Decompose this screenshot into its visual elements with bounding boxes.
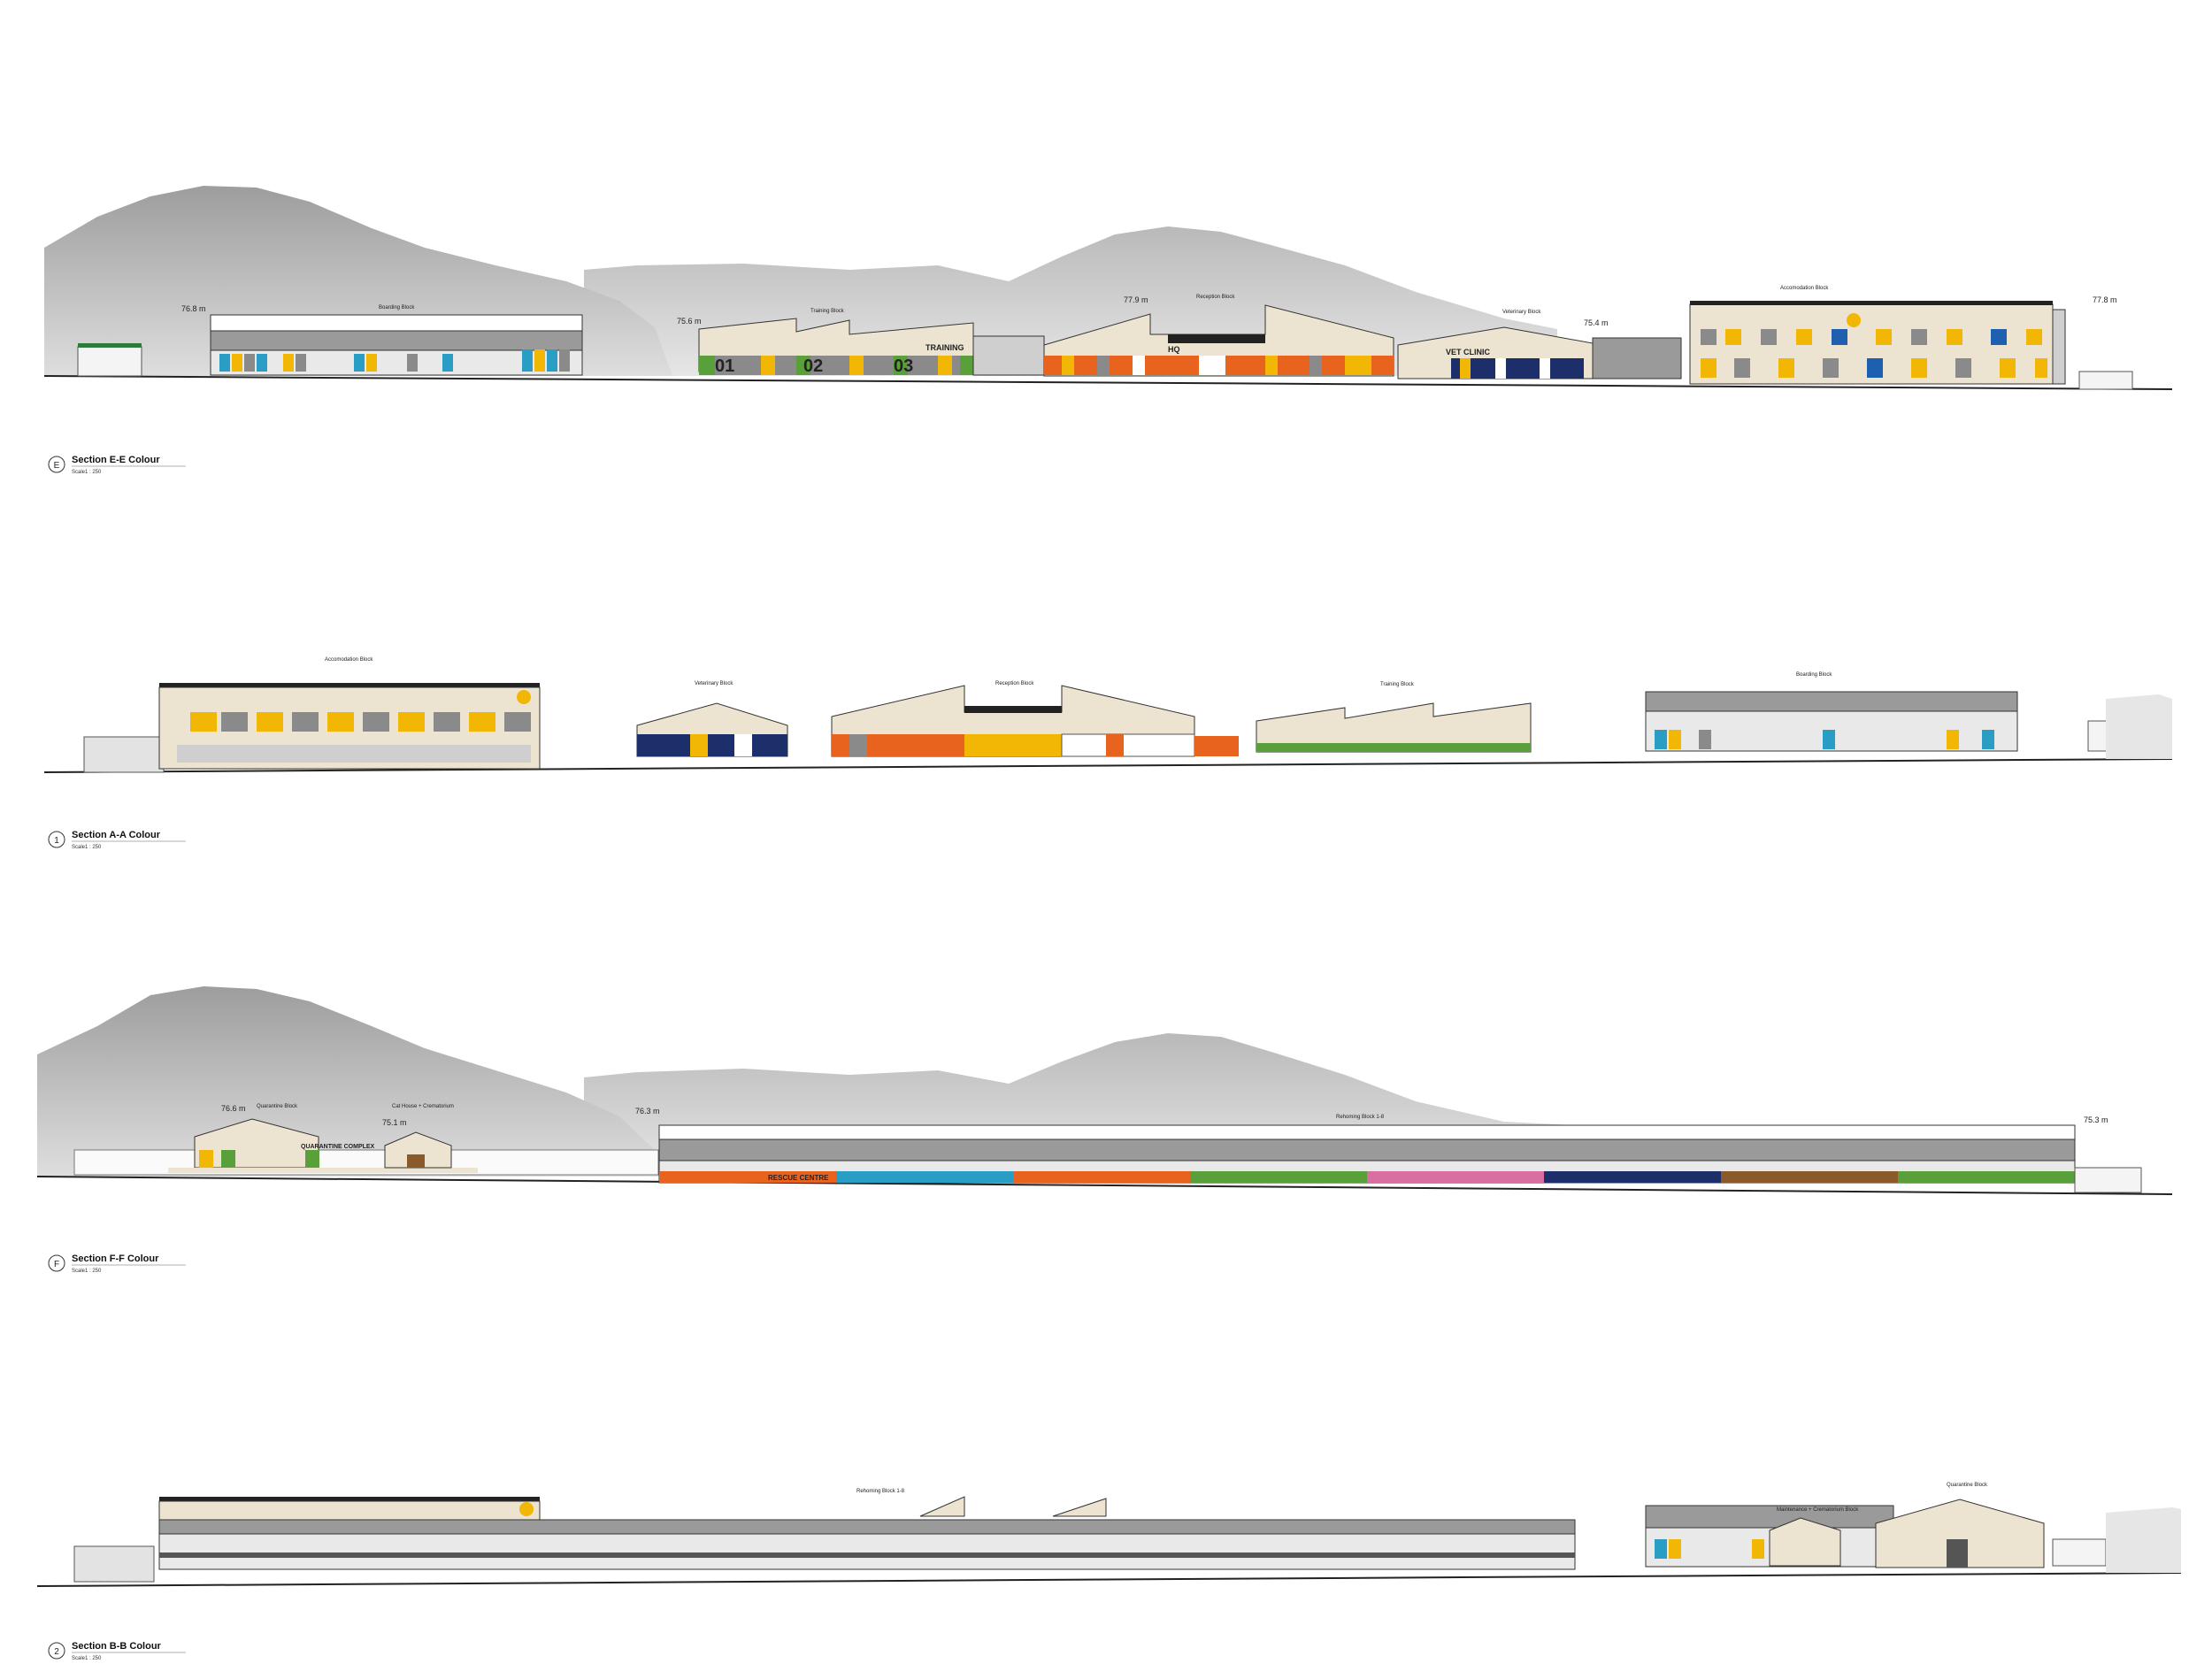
sign-text: QUARANTINE COMPLEX [301, 1144, 375, 1150]
section-a-a: Accomodation Block Veterinary Block Rece… [43, 657, 2173, 850]
block-labels: Boarding Block Training Block Reception … [379, 286, 1829, 315]
level-marker: 75.1 m [382, 1118, 407, 1127]
level-marker: 75.6 m [677, 317, 702, 326]
ground-line [43, 758, 2173, 773]
block-label: Rehoming Block 1-8 [856, 1489, 905, 1494]
block-labels: Quarantine Block Cat House + Crematorium… [257, 1104, 1385, 1120]
room-number: 02 [803, 356, 823, 376]
level-marker: 75.4 m [1584, 318, 1609, 327]
section-title: Section A-A Colour [72, 830, 161, 840]
section-scale: Scale1 : 250 [72, 470, 102, 475]
block-label: Accomodation Block [1780, 286, 1829, 291]
section-title-block: F Section F-F Colour Scale1 : 250 [48, 1254, 186, 1274]
room-number: 01 [715, 356, 734, 376]
room-number: 03 [894, 356, 913, 376]
sign-text: RESCUE CENTRE [768, 1174, 829, 1182]
signage: TRAINING HQ VET CLINIC 01 02 03 [715, 343, 1491, 376]
level-markers: 76.6 m 75.1 m 76.3 m 75.3 m [221, 1104, 2108, 1127]
level-markers: 76.8 m 75.6 m 77.9 m 75.4 m 77.8 m [181, 295, 2117, 327]
block-label: Boarding Block [379, 305, 415, 310]
level-marker: 77.8 m [2093, 295, 2117, 304]
block-label: Accomodation Block [325, 657, 373, 663]
section-title-block: 2 Section B-B Colour Scale1 : 250 [48, 1641, 186, 1661]
section-b-b: Rehoming Block 1-8 Maintenance + Cremato… [36, 1483, 2182, 1661]
signage: QUARANTINE COMPLEX RESCUE CENTRE [301, 1144, 829, 1182]
block-label: Quarantine Block [257, 1104, 298, 1109]
block-label: Cat House + Crematorium [392, 1104, 454, 1109]
section-marker-id: F [54, 1260, 59, 1269]
ground-line [36, 1572, 2182, 1587]
block-label: Reception Block [1196, 295, 1235, 300]
level-marker: 77.9 m [1124, 295, 1148, 304]
level-marker: 76.3 m [635, 1107, 660, 1116]
block-labels: Accomodation Block Veterinary Block Rece… [325, 657, 1832, 687]
buildings [73, 1496, 2181, 1583]
section-title-block: E Section E-E Colour Scale1 : 250 [48, 455, 186, 475]
section-e-e: 76.8 m 75.6 m 77.9 m 75.4 m 77.8 m Board… [43, 186, 2173, 475]
block-label: Quarantine Block [1947, 1483, 1988, 1488]
sign-text: TRAINING [926, 343, 964, 352]
section-marker-id: E [54, 461, 60, 471]
sign-text: HQ [1168, 345, 1180, 354]
section-scale: Scale1 : 250 [72, 845, 102, 850]
block-label: Rehoming Block 1-8 [1336, 1115, 1385, 1120]
level-marker: 75.3 m [2084, 1116, 2108, 1124]
block-label: Reception Block [995, 681, 1034, 686]
buildings [77, 301, 2133, 390]
buildings [83, 683, 2172, 773]
section-title: Section F-F Colour [72, 1254, 159, 1264]
section-f-f: 76.6 m 75.1 m 76.3 m 75.3 m Quarantine B… [36, 986, 2173, 1274]
section-title: Section E-E Colour [72, 455, 160, 465]
section-marker-id: 2 [54, 1647, 59, 1657]
block-label: Veterinary Block [695, 681, 733, 686]
section-scale: Scale1 : 250 [72, 1656, 102, 1661]
block-label: Maintenance + Crematorium Block [1777, 1507, 1859, 1513]
section-marker-id: 1 [54, 836, 59, 846]
level-marker: 76.8 m [181, 304, 206, 313]
section-scale: Scale1 : 250 [72, 1269, 102, 1274]
block-labels: Rehoming Block 1-8 Maintenance + Cremato… [856, 1483, 1988, 1513]
block-label: Training Block [1380, 682, 1415, 687]
sign-text: VET CLINIC [1446, 348, 1491, 356]
section-title-block: 1 Section A-A Colour Scale1 : 250 [48, 830, 186, 850]
ground-line [43, 375, 2173, 390]
section-title: Section B-B Colour [72, 1641, 162, 1652]
buildings [73, 1118, 2142, 1193]
ground-line [36, 1176, 2173, 1195]
block-label: Veterinary Block [1502, 310, 1541, 315]
block-label: Training Block [810, 309, 845, 314]
level-marker: 76.6 m [221, 1104, 246, 1113]
block-label: Boarding Block [1796, 672, 1832, 678]
